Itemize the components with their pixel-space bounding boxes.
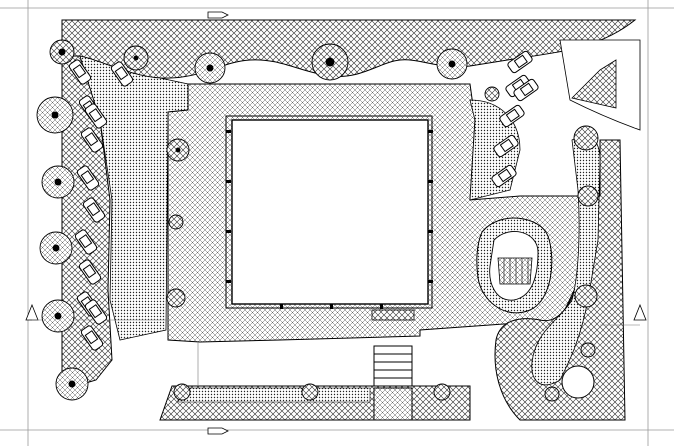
car-icon <box>84 299 108 325</box>
tree-icon <box>41 165 75 199</box>
trees <box>36 39 599 402</box>
car-icon <box>507 50 533 74</box>
central-building <box>225 115 433 321</box>
tree-icon <box>173 383 191 401</box>
north-promenade-paving <box>61 19 637 79</box>
tree-icon <box>301 383 319 401</box>
tree-icon <box>194 52 226 84</box>
entrance-stair <box>373 345 413 421</box>
car-icon <box>499 104 525 128</box>
south-lawn-band <box>177 387 371 403</box>
northeast-planter <box>571 59 617 109</box>
tree-icon <box>573 125 599 151</box>
tree-icon <box>55 367 89 401</box>
car-icon <box>513 78 539 102</box>
car-icon <box>493 134 519 158</box>
tree-icon <box>49 39 75 65</box>
tree-icon <box>36 96 74 134</box>
tree-icon <box>166 288 186 308</box>
tree-icon <box>166 138 190 162</box>
fountain-icon <box>476 217 553 314</box>
tree-icon <box>433 383 451 401</box>
tree-icon <box>574 284 598 308</box>
east-parking-cars <box>491 50 539 188</box>
car-icon <box>74 229 98 255</box>
tree-icon <box>41 299 75 333</box>
car-icon <box>76 165 100 191</box>
tree-icon <box>168 214 184 230</box>
car-icon <box>82 197 106 223</box>
car-icon <box>491 164 517 188</box>
west-parking-cars <box>68 59 134 351</box>
tree-icon <box>577 185 599 207</box>
tree-icon <box>484 86 500 102</box>
car-icon <box>80 127 104 153</box>
car-icon <box>80 325 104 351</box>
car-icon <box>78 259 102 285</box>
tree-icon <box>311 43 349 81</box>
tree-icon <box>544 386 560 402</box>
southeast-round-plaza <box>561 365 595 399</box>
tree-icon <box>39 231 73 265</box>
car-icon <box>84 103 108 129</box>
tree-icon <box>580 342 596 358</box>
car-icon <box>68 59 92 85</box>
tree-icon <box>123 45 149 71</box>
section-arrow-icon <box>25 11 647 435</box>
tree-icon <box>436 48 468 80</box>
car-icon <box>110 61 134 87</box>
